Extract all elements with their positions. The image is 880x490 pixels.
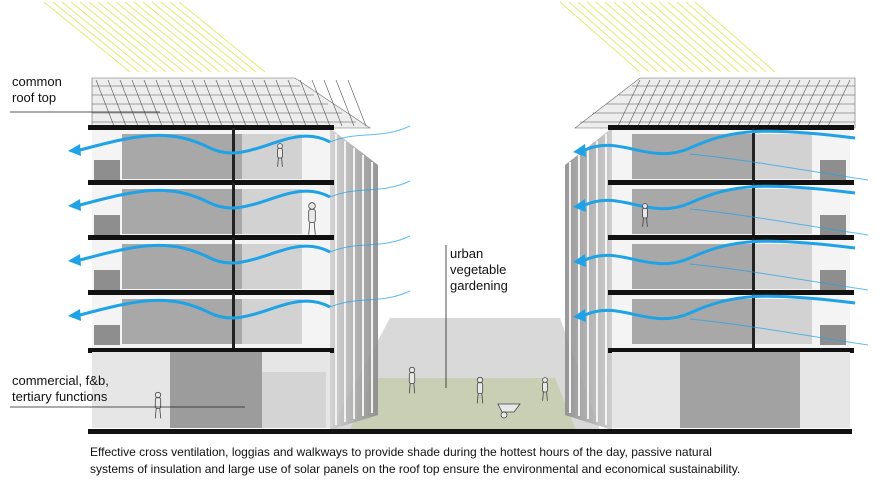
left-building [88,77,378,430]
sun-rays-icon [559,1,776,73]
caption-line2: systems of insulation and large use of s… [90,462,741,476]
airflow-arrow-icon [68,125,869,346]
garden-label-line3: gardening [450,278,508,293]
person-figure-icon [476,376,484,404]
roof-label-line1: common [12,74,62,89]
garden-label-line1: urban [450,246,484,261]
roof-label-line2: roof top [12,90,57,105]
sun-rays-icon [43,1,266,73]
ground-label-line2: tertiary functions [12,389,108,404]
ground-label-line1: commercial, f&b, [12,373,109,388]
person-figure-icon [408,366,416,394]
person-figure-icon [542,377,548,401]
garden-label: urban vegetable gardening [450,246,508,294]
right-building [565,77,856,430]
caption-line1: Effective cross ventilation, loggias and… [90,445,712,459]
person-figure-icon [154,391,162,419]
caption: Effective cross ventilation, loggias and… [90,444,870,478]
wheelbarrow-icon [497,403,521,419]
person-figure-icon [308,202,316,235]
garden-plot [350,378,576,430]
left-roof-pergola [91,77,371,129]
person-figure-icon [277,143,283,167]
garden-label-line2: vegetable [450,262,507,277]
right-roof-pergola [574,77,856,129]
ground-line [88,429,852,434]
person-figure-icon [642,203,648,227]
roof-label: common roof top [12,74,62,106]
ground-label: commercial, f&b, tertiary functions [12,373,109,405]
